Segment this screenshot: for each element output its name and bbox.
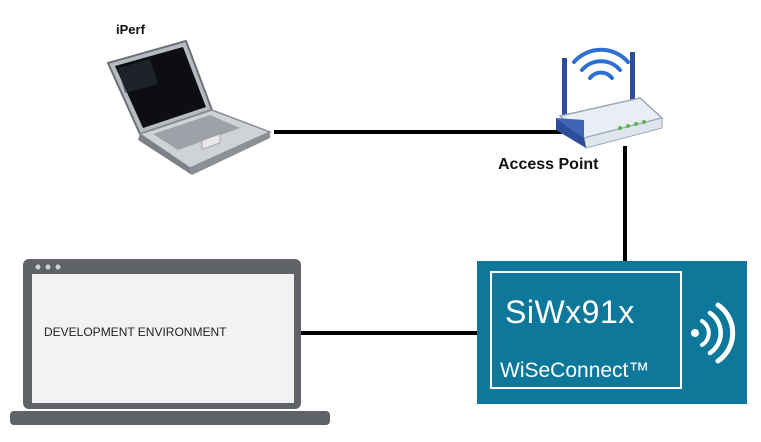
siwx-module — [477, 261, 747, 404]
wifi-signal-icon — [572, 47, 630, 80]
siwx-title: SiWx91x — [505, 294, 635, 330]
wiseconnect-label: WiSeConnect™ — [500, 359, 650, 382]
development-environment-label: DEVELOPMENT ENVIRONMENT — [44, 325, 227, 339]
iperf-label: iPerf — [116, 22, 145, 37]
router-icon — [556, 52, 664, 149]
laptop-icon — [106, 39, 272, 175]
wireless-signal-icon — [691, 302, 736, 364]
dev-laptop-icon — [10, 259, 330, 425]
access-point-label: Access Point — [498, 156, 599, 173]
